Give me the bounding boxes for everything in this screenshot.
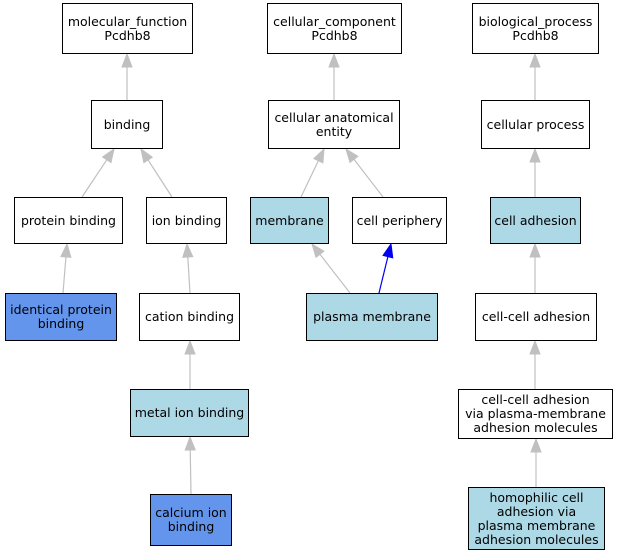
go-term-node-ion-binding: ion binding — [146, 197, 227, 244]
arrowhead-ion-binding-to-binding — [140, 147, 154, 164]
go-term-node-cellular-process: cellular process — [481, 100, 590, 149]
arrowhead-cell-cell-adhesion-to-cell-adhesion — [529, 242, 541, 258]
arrowhead-cell-cell-adhesion-pm-to-cell-cell-adhesion — [529, 339, 541, 355]
arrowhead-metal-ion-binding-to-cation-binding — [184, 339, 196, 355]
go-term-node-membrane: membrane — [250, 197, 329, 244]
go-term-node-molecular-function: molecular_function Pcdhb8 — [62, 3, 193, 54]
edge-cation-binding-to-ion-binding — [187, 256, 191, 294]
go-term-node-cellular-anatomical-entity: cellular anatomical entity — [268, 100, 400, 149]
edge-plasma-membrane-to-membrane — [319, 253, 351, 294]
edge-cell-periphery-to-cellular-anatomical-entity — [353, 158, 384, 198]
arrowhead-identical-protein-binding-to-protein-binding — [60, 242, 72, 258]
go-term-node-cell-cell-adhesion-pm: cell-cell adhesion via plasma-membrane a… — [458, 389, 613, 439]
go-term-node-cation-binding: cation binding — [139, 293, 240, 341]
go-term-node-cell-cell-adhesion: cell-cell adhesion — [475, 293, 597, 341]
edge-ion-binding-to-binding — [147, 159, 173, 198]
edge-identical-protein-binding-to-protein-binding — [62, 256, 67, 294]
go-term-node-calcium-ion-binding: calcium ion binding — [150, 494, 232, 546]
arrowhead-binding-to-molecular-function — [121, 52, 133, 68]
go-term-node-identical-protein-binding: identical protein binding — [5, 293, 117, 341]
arrowhead-protein-binding-to-binding — [101, 147, 115, 164]
go-term-node-plasma-membrane: plasma membrane — [306, 293, 438, 341]
arrowhead-plasma-membrane-to-cell-periphery — [382, 242, 394, 259]
go-term-node-cellular-component: cellular_component Pcdhb8 — [267, 3, 402, 54]
go-term-node-homophilic-cell-adhesion: homophilic cell adhesion via plasma memb… — [468, 487, 605, 550]
arrowhead-calcium-ion-binding-to-metal-ion-binding — [184, 435, 196, 451]
arrowhead-cellular-anatomical-entity-to-cellular-component — [328, 52, 340, 68]
arrowhead-membrane-to-cellular-anatomical-entity — [313, 147, 325, 164]
go-term-node-cell-adhesion: cell adhesion — [490, 197, 581, 244]
go-term-node-metal-ion-binding: metal ion binding — [130, 389, 249, 437]
go-term-node-binding: binding — [91, 100, 163, 149]
go-term-node-protein-binding: protein binding — [14, 197, 123, 244]
edge-plasma-membrane-to-cell-periphery — [378, 256, 389, 294]
go-term-node-cell-periphery: cell periphery — [352, 197, 447, 244]
arrowhead-cation-binding-to-ion-binding — [182, 242, 194, 258]
edge-membrane-to-cellular-anatomical-entity — [300, 160, 319, 198]
arrowhead-cell-periphery-to-cellular-anatomical-entity — [345, 147, 359, 164]
edge-protein-binding-to-binding — [81, 159, 108, 198]
arrowhead-plasma-membrane-to-membrane — [311, 242, 325, 259]
edge-calcium-ion-binding-to-metal-ion-binding — [189, 449, 192, 495]
arrowhead-homophilic-cell-adhesion-to-cell-cell-adhesion-pm — [530, 437, 542, 453]
go-term-node-biological-process: biological_process Pcdhb8 — [472, 3, 599, 54]
arrowhead-cell-adhesion-to-cellular-process — [529, 147, 541, 163]
arrowhead-cellular-process-to-biological-process — [529, 52, 541, 68]
